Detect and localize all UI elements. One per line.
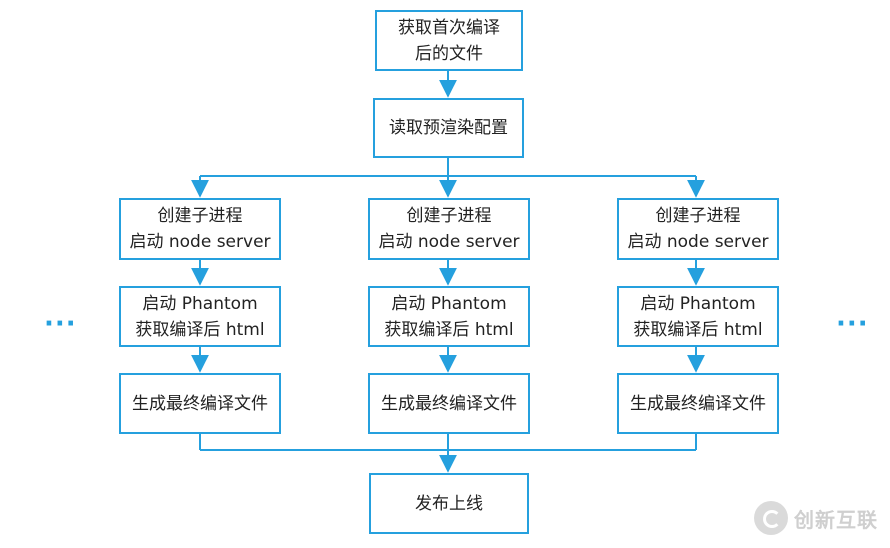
- node-spawn-child-process-col1: 创建子进程 启动 node server: [119, 198, 281, 260]
- node-read-prerender-config: 读取预渲染配置: [373, 98, 524, 158]
- node-start-phantom-col1: 启动 Phantom 获取编译后 html: [119, 286, 281, 347]
- phantom-line1: 启动 Phantom: [391, 293, 507, 314]
- generate-label: 生成最终编译文件: [630, 393, 766, 414]
- watermark-logo: 创新互联: [754, 498, 884, 538]
- generate-label: 生成最终编译文件: [381, 393, 517, 414]
- node-read-prerender-config-label: 读取预渲染配置: [389, 118, 508, 138]
- phantom-line1: 启动 Phantom: [142, 293, 258, 314]
- spawn-line2: 启动 node server: [378, 232, 520, 252]
- node-publish: 发布上线: [369, 473, 529, 534]
- node-generate-final-col2: 生成最终编译文件: [368, 373, 530, 434]
- node-generate-final-col1: 生成最终编译文件: [119, 373, 281, 434]
- phantom-line2: 获取编译后 html: [135, 319, 265, 340]
- spawn-line2: 启动 node server: [129, 232, 271, 252]
- generate-label: 生成最终编译文件: [132, 393, 268, 414]
- node-publish-label: 发布上线: [415, 493, 483, 514]
- node-get-compiled-files-line2: 后的文件: [415, 43, 483, 64]
- node-spawn-child-process-col3: 创建子进程 启动 node server: [617, 198, 779, 260]
- phantom-line2: 获取编译后 html: [384, 319, 514, 340]
- watermark-text: 创新互联: [794, 507, 878, 532]
- node-start-phantom-col3: 启动 Phantom 获取编译后 html: [617, 286, 779, 347]
- spawn-line2: 启动 node server: [627, 232, 769, 252]
- ellipsis-left: ···: [44, 309, 77, 339]
- ellipsis-right: ···: [836, 309, 869, 339]
- phantom-line1: 启动 Phantom: [640, 293, 756, 314]
- node-generate-final-col3: 生成最终编译文件: [617, 373, 779, 434]
- spawn-line1: 创建子进程: [406, 206, 492, 226]
- node-get-compiled-files-line1: 获取首次编译: [398, 17, 500, 38]
- watermark-icon: [754, 501, 788, 535]
- phantom-line2: 获取编译后 html: [633, 319, 763, 340]
- node-start-phantom-col2: 启动 Phantom 获取编译后 html: [368, 286, 530, 347]
- spawn-line1: 创建子进程: [157, 206, 243, 226]
- node-get-compiled-files: 获取首次编译 后的文件: [375, 10, 523, 71]
- spawn-line1: 创建子进程: [655, 206, 741, 226]
- node-spawn-child-process-col2: 创建子进程 启动 node server: [368, 198, 530, 260]
